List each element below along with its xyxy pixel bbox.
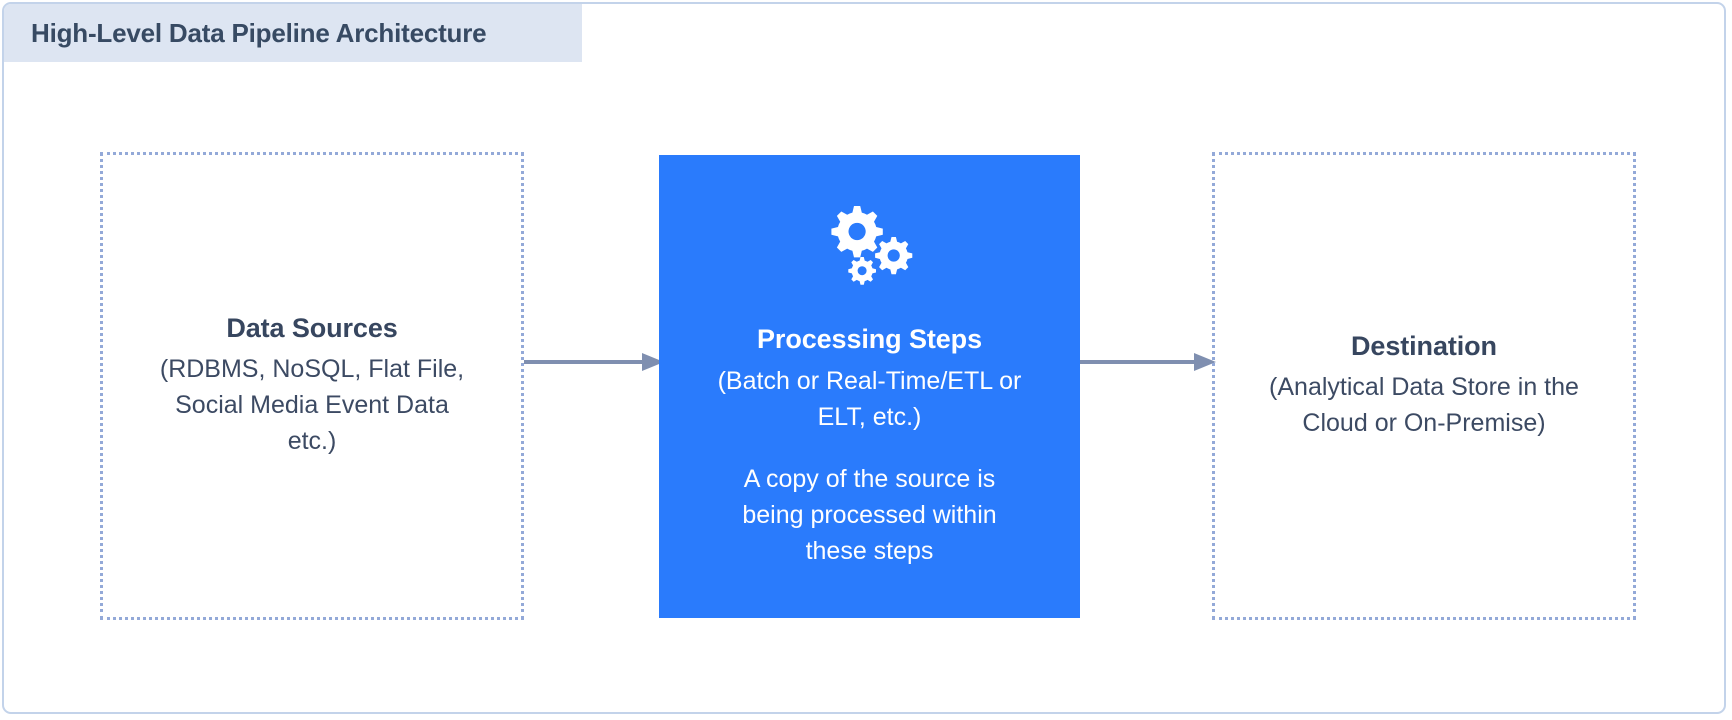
node-title-processing-steps: Processing Steps — [757, 324, 982, 355]
diagram-node-destination[interactable]: Destination (Analytical Data Store in th… — [1212, 152, 1636, 620]
diagram-node-data-sources[interactable]: Data Sources (RDBMS, NoSQL, Flat File, S… — [100, 152, 524, 620]
node-subtitle-destination: (Analytical Data Store in the Cloud or O… — [1269, 373, 1579, 438]
gears-icon — [830, 206, 912, 285]
gears-icon-wrapper — [824, 204, 916, 288]
title-band: High-Level Data Pipeline Architecture — [4, 4, 582, 62]
arrow-right-icon — [1080, 353, 1216, 371]
arrow-right-icon — [524, 353, 664, 371]
arrow-processing-to-destination — [1080, 349, 1216, 375]
diagram-node-processing-steps[interactable]: Processing Steps (Batch or Real-Time/ETL… — [659, 155, 1080, 618]
node-content: Data Sources (RDBMS, NoSQL, Flat File, S… — [147, 313, 477, 460]
node-content: Destination (Analytical Data Store in th… — [1249, 331, 1599, 442]
node-subtitle-processing-steps: (Batch or Real-Time/ETL or ELT, etc.) — [717, 366, 1022, 431]
diagram-canvas: Data Sources (RDBMS, NoSQL, Flat File, S… — [4, 4, 1724, 712]
node-title-data-sources: Data Sources — [226, 312, 398, 343]
node-subtitle-data-sources: (RDBMS, NoSQL, Flat File, Social Media E… — [159, 355, 465, 456]
node-content: Processing Steps (Batch or Real-Time/ETL… — [705, 324, 1035, 569]
node-title-destination: Destination — [1351, 330, 1497, 361]
page-title: High-Level Data Pipeline Architecture — [31, 17, 487, 48]
arrow-sources-to-processing — [524, 349, 664, 375]
node-note-processing-steps: A copy of the source is being processed … — [742, 464, 997, 565]
